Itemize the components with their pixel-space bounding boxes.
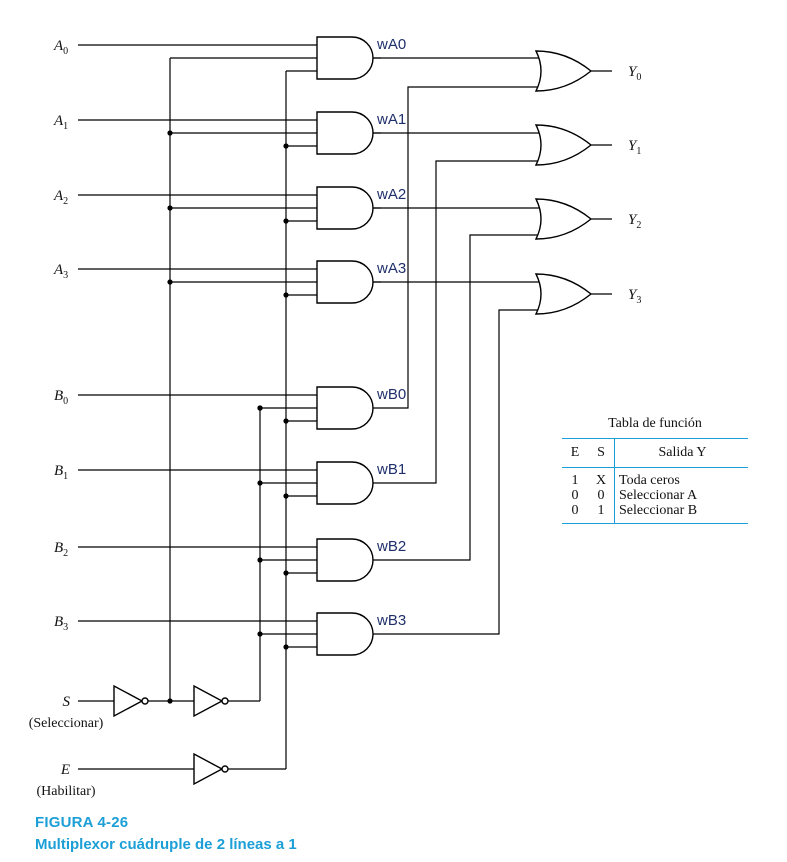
and-gate-b3 [316, 612, 374, 656]
junction-dot [167, 698, 173, 704]
input-label-b0: B0 [54, 388, 68, 407]
input-label-a3: A3 [53, 262, 68, 281]
figure-number: FIGURA 4-26 [35, 814, 129, 831]
or-gate-2 [534, 198, 593, 240]
junction-dot [257, 557, 263, 563]
and-gate-a2 [316, 186, 374, 230]
b-to-or-1 [373, 160, 542, 484]
wire-label-a3: wA3 [376, 260, 406, 277]
or-gate-1 [534, 124, 593, 166]
function-table: Tabla de función E S Salida Y 1 X Toda c… [562, 416, 748, 524]
enable-inverter [193, 752, 224, 786]
cell-output: Seleccionar B [619, 503, 698, 518]
select-inverter-2 [193, 684, 224, 718]
b-to-or-3 [373, 309, 542, 635]
gates [113, 36, 593, 786]
output-label-3: Y3 [628, 287, 641, 306]
and-gate-b1 [316, 461, 374, 505]
junction-dot [283, 218, 289, 224]
cell-output: Toda ceros [619, 473, 680, 488]
header-e: E [570, 445, 580, 460]
select-label: S [63, 694, 71, 710]
junction-dot [283, 644, 289, 650]
output-label-2: Y2 [628, 212, 641, 231]
enable-note: (Habilitar) [36, 784, 95, 799]
enable-inverter-bubble [221, 765, 229, 773]
junction-dot [257, 631, 263, 637]
select-inverter-1-bubble [141, 697, 149, 705]
labels: wA0 A0 wA1 A1 wA2 A2 wA3 A3 wB0 B0 wB1 B1 wB2 B2 wB3 B3… [29, 36, 642, 799]
junction-dot [167, 130, 173, 136]
output-label-1: Y1 [628, 138, 641, 157]
header-s: S [588, 439, 615, 468]
figure-caption: FIGURA 4-26 Multiplexor cuádruple de 2 l… [35, 812, 297, 856]
junction-dot [257, 480, 263, 486]
cell-e: 1 [571, 473, 579, 488]
function-table-grid: E S Salida Y 1 X Toda ceros 0 0 Seleccio… [562, 439, 748, 524]
junction-dot [283, 292, 289, 298]
wire-label-a1: wA1 [376, 111, 406, 128]
cell-e: 0 [571, 488, 579, 503]
and-gate-a3 [316, 260, 374, 304]
cell-s: X [588, 467, 615, 488]
junction-dot [167, 205, 173, 211]
b-to-or-2 [373, 234, 542, 561]
input-label-a2: A2 [53, 188, 68, 207]
wire-label-b3: wB3 [376, 612, 406, 629]
wire-label-a0: wA0 [376, 36, 406, 53]
enable-label: E [60, 762, 70, 778]
select-inverter-1 [113, 684, 144, 718]
junction-dots [167, 130, 289, 704]
junction-dot [257, 405, 263, 411]
or-gate-0 [534, 50, 593, 92]
figure-title: Multiplexor cuádruple de 2 líneas a 1 [35, 836, 297, 853]
table-row: 0 1 Seleccionar B [562, 503, 748, 524]
output-label-0: Y0 [628, 64, 641, 83]
function-table-title: Tabla de función [562, 416, 748, 439]
select-note: (Seleccionar) [29, 716, 104, 731]
junction-dot [283, 143, 289, 149]
input-label-b1: B1 [54, 463, 68, 482]
input-label-a1: A1 [53, 113, 68, 132]
wire-label-b2: wB2 [376, 538, 406, 555]
header-output: Salida Y [658, 445, 707, 460]
cell-output: Seleccionar A [619, 488, 698, 503]
cell-e: 0 [571, 503, 579, 518]
table-row: 1 X Toda ceros [562, 467, 748, 488]
wire-label-b0: wB0 [376, 386, 406, 403]
input-label-b3: B3 [54, 614, 68, 633]
junction-dot [283, 493, 289, 499]
or-gate-3 [534, 273, 593, 315]
wire-label-b1: wB1 [376, 461, 406, 478]
and-gate-b0 [316, 386, 374, 430]
input-label-b2: B2 [54, 540, 68, 559]
b-to-or-0 [373, 86, 542, 409]
input-label-a0: A0 [53, 38, 68, 57]
junction-dot [167, 279, 173, 285]
junction-dot [283, 570, 289, 576]
function-table-header-row: E S Salida Y [562, 439, 748, 468]
wires [78, 44, 612, 770]
cell-s: 1 [588, 503, 615, 524]
select-inverter-2-bubble [221, 697, 229, 705]
and-gate-a0 [316, 36, 374, 80]
and-gate-b2 [316, 538, 374, 582]
junction-dot [283, 418, 289, 424]
wire-label-a2: wA2 [376, 186, 406, 203]
cell-s: 0 [588, 488, 615, 503]
table-row: 0 0 Seleccionar A [562, 488, 748, 503]
and-gate-a1 [316, 111, 374, 155]
